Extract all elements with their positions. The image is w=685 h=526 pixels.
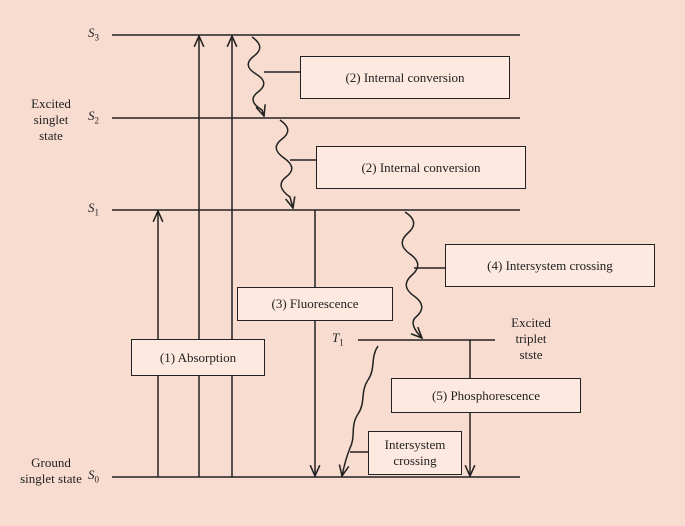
intersystem-crossing-wave <box>401 211 422 338</box>
internal-conversion-box-2: (2) Internal conversion <box>316 146 526 189</box>
internal-conversion-box-1: (2) Internal conversion <box>300 56 510 99</box>
level-s0-label: S0 <box>88 467 99 485</box>
internal-conversion-wave-2 <box>275 119 293 208</box>
excited-singlet-label: Excited singlet state <box>31 96 71 143</box>
absorption-box: (1) Absorption <box>131 339 265 376</box>
intersystem-crossing-wave-small <box>342 345 379 476</box>
phosphorescence-box: (5) Phosphorescence <box>391 378 581 413</box>
excited-triplet-label: Excited triplet stste <box>511 315 551 362</box>
level-s3-label: S3 <box>88 25 99 43</box>
level-t1-label: T1 <box>332 330 344 348</box>
level-s2-label: S2 <box>88 108 99 126</box>
intersystem-crossing-box: (4) Intersystem crossing <box>445 244 655 287</box>
ground-singlet-label: Ground singlet state <box>20 455 82 486</box>
internal-conversion-wave-1 <box>247 36 264 116</box>
intersystem-crossing-box-small: Intersystem crossing <box>368 431 462 475</box>
level-s1-label: S1 <box>88 200 99 218</box>
fluorescence-box: (3) Fluorescence <box>237 287 393 321</box>
